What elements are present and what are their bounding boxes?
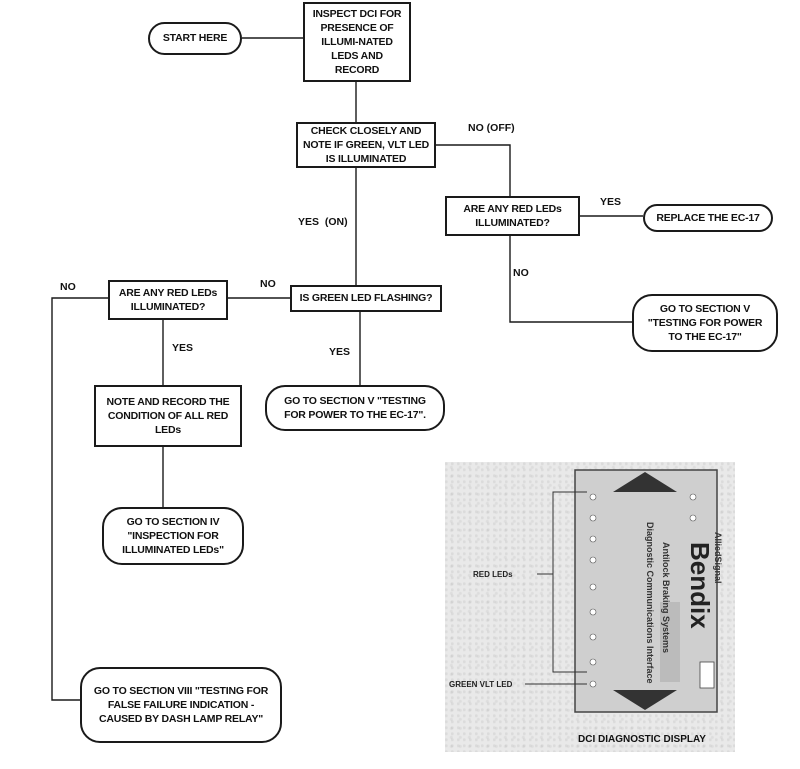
section-viii-node: GO TO SECTION VIII "TESTING FOR FALSE FA… xyxy=(80,667,282,743)
label-yes-left: YES xyxy=(172,342,194,354)
device-brand: Bendix xyxy=(685,542,715,629)
inspect-dci-node: INSPECT DCI FOR PRESENCE OF ILLUMI-NATED… xyxy=(303,2,411,82)
green-led-flashing-decision: IS GREEN LED FLASHING? xyxy=(290,285,442,312)
dci-display-photo: AlliedSignal Bendix Antilock Braking Sys… xyxy=(445,462,735,752)
label-yes-replace: YES xyxy=(600,196,622,208)
section-iv-node: GO TO SECTION IV "INSPECTION FOR ILLUMIN… xyxy=(102,507,244,565)
start-here-node: START HERE xyxy=(148,22,242,55)
note-record-red-leds-node: NOTE AND RECORD THE CONDITION OF ALL RED… xyxy=(94,385,242,447)
device-subtitle-1: Antilock Braking Systems xyxy=(661,542,671,654)
label-no-left: NO xyxy=(60,281,76,293)
label-yes-on: YES (ON) xyxy=(298,216,348,228)
section-v-right-node: GO TO SECTION V "TESTING FOR POWER TO TH… xyxy=(632,294,778,352)
device-subtitle-2: Diagnostic Communications Interface xyxy=(645,522,655,684)
label-yes-flashing: YES xyxy=(329,346,351,358)
green-vlt-led-label: GREEN VLT LED xyxy=(449,680,513,689)
red-leds-label: RED LEDs xyxy=(473,570,513,579)
edge-check-red-right xyxy=(436,144,511,196)
dci-display-caption: DCI DIAGNOSTIC DISPLAY xyxy=(578,734,706,745)
red-leds-left-decision: ARE ANY RED LEDs ILLUMINATED? xyxy=(108,280,228,320)
dci-device-illustration xyxy=(525,469,718,713)
replace-ec17-node: REPLACE THE EC-17 xyxy=(643,204,773,232)
edge-red-left-section-viii xyxy=(51,297,108,701)
section-v-mid-node: GO TO SECTION V "TESTING FOR POWER TO TH… xyxy=(265,385,445,431)
red-leds-right-decision: ARE ANY RED LEDs ILLUMINATED? xyxy=(445,196,580,236)
label-no-flashing: NO xyxy=(260,278,276,290)
label-no-off: NO (OFF) xyxy=(468,122,515,134)
label-no-right: NO xyxy=(513,267,529,279)
edge-red-right-section-v xyxy=(509,236,632,323)
check-green-vlt-node: CHECK CLOSELY AND NOTE IF GREEN, VLT LED… xyxy=(296,122,436,168)
